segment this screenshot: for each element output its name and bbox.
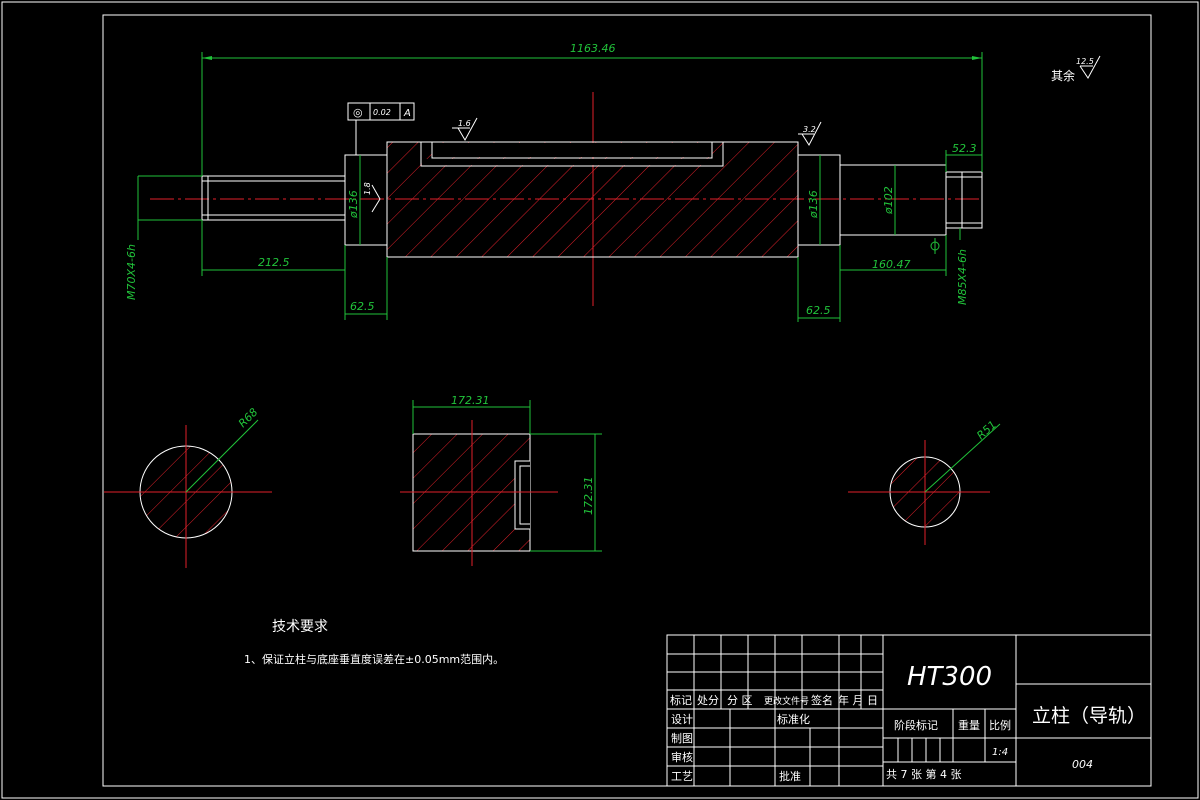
dim-section-height: 172.31 [582,477,595,516]
tech-req-line1: 1、保证立柱与底座垂直度误差在±0.05mm范围内。 [244,652,504,666]
svg-text:标记: 标记 [670,693,692,707]
svg-text:3.2: 3.2 [803,125,816,134]
main-view: 1163.46 212.5 62.5 62.5 160.47 52.3 ø136… [125,42,983,322]
dim-radius-right: R51 [974,418,999,442]
svg-text:更改文件号: 更改文件号 [764,695,809,707]
roughness-right: 3.2 [798,121,822,146]
svg-text:处分: 处分 [697,694,719,707]
svg-text:审核: 审核 [671,750,693,764]
tech-req-title: 技术要求 [272,619,328,635]
dim-dia-shaft: ø102 [882,186,895,215]
dim-left-collar: 62.5 [350,300,375,313]
dim-thread-left: M70X4-6h [125,244,138,300]
svg-text:设计: 设计 [671,713,693,726]
tolerance-datum: A [403,108,411,119]
dim-section-width: 172.31 [451,394,490,407]
svg-text:签名: 签名 [811,693,833,707]
dim-right-end: 52.3 [952,142,977,155]
svg-text:重量: 重量 [958,718,980,732]
svg-text:年 月 日: 年 月 日 [838,693,878,707]
svg-text:1.8: 1.8 [363,182,372,195]
right-thread-end [945,171,983,229]
dim-right-shaft: 160.47 [872,258,911,271]
section-right: R51 [848,418,1001,545]
svg-text:批准: 批准 [779,769,801,783]
title-block: 标记 处分 分 区 更改文件号 签名 年 月 日 设计 制图 审核 工艺 标准化… [666,634,1152,787]
svg-text:工艺: 工艺 [671,770,693,783]
svg-text:阶段标记: 阶段标记 [894,718,938,732]
dim-radius-left: R68 [236,406,260,430]
svg-text:标准化: 标准化 [777,712,810,726]
sheet-info: 共 7 张 第 4 张 [886,767,961,781]
general-roughness-label: 其余 [1051,68,1075,83]
geometric-tolerance-frame: ◎ 0.02 A [347,102,415,155]
dim-overall-length: 1163.46 [570,42,616,55]
roughness-left: 1.8 [363,182,381,213]
dim-left-shaft: 212.5 [258,256,290,269]
svg-text:比例: 比例 [989,718,1011,732]
svg-text:1.6: 1.6 [458,119,471,128]
dim-right-collar: 62.5 [806,304,831,317]
tolerance-symbol: ◎ [353,106,363,119]
roughness-top: 1.6 [452,117,478,142]
dim-thread-right: M85X4-6h [956,249,969,305]
part-name: 立柱（导轨） [1032,705,1146,727]
left-shaft [201,175,346,221]
svg-text:分 区: 分 区 [727,694,753,707]
tolerance-value: 0.02 [373,108,391,117]
material: HT300 [907,662,992,692]
drawing-number: 004 [1072,758,1093,771]
general-roughness-value: 12.5 [1076,57,1094,66]
dim-dia-left: ø136 [347,190,360,219]
scale: 1:4 [992,747,1008,758]
general-roughness-symbol: 其余 12.5 [1051,55,1101,83]
inner-border [102,14,1152,787]
section-square: 172.31 172.31 [400,394,602,566]
section-left: R68 [104,406,272,568]
dim-dia-right: ø136 [807,190,820,219]
svg-text:制图: 制图 [671,732,693,745]
